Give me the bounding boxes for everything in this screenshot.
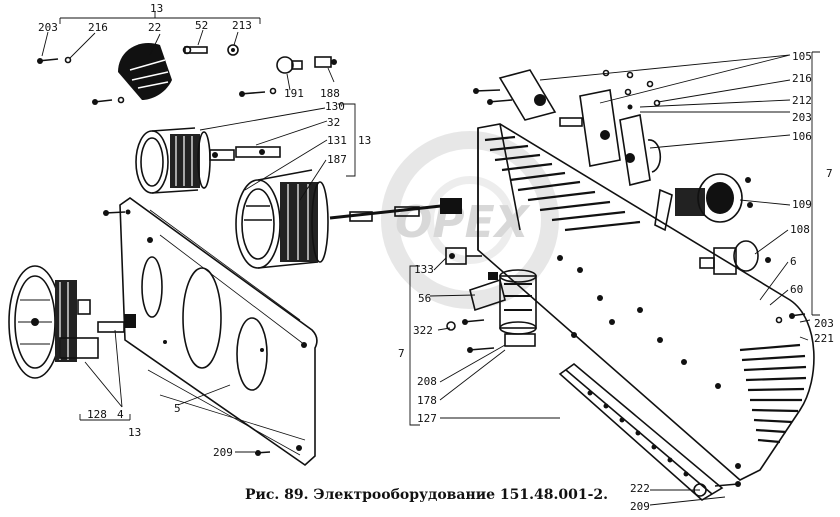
label-13-top: 13 bbox=[150, 2, 163, 15]
label-216-top: 216 bbox=[88, 21, 108, 34]
label-203-bottom: 203 bbox=[814, 317, 834, 330]
label-178: 178 bbox=[417, 394, 437, 407]
label-13-bottom: 13 bbox=[128, 426, 141, 439]
label-7-right: 7 bbox=[826, 167, 833, 180]
watermark-gear bbox=[381, 131, 559, 309]
lamp-191 bbox=[276, 56, 303, 74]
watermark-text: OPEX bbox=[395, 197, 531, 248]
connector-4 bbox=[97, 314, 136, 333]
label-56: 56 bbox=[418, 292, 431, 305]
label-22: 22 bbox=[148, 21, 161, 34]
relay-208 bbox=[499, 269, 537, 347]
label-209-bottom: 209 bbox=[630, 500, 650, 513]
label-106: 106 bbox=[792, 130, 812, 143]
label-128: 128 bbox=[87, 408, 107, 421]
label-130: 130 bbox=[325, 100, 345, 113]
label-213: 213 bbox=[232, 19, 252, 32]
label-52: 52 bbox=[195, 19, 208, 32]
label-105: 105 bbox=[792, 50, 812, 63]
cable-187 bbox=[329, 198, 462, 222]
label-216-right: 216 bbox=[792, 72, 812, 85]
screw-203-top bbox=[37, 58, 59, 64]
label-13-mid: 13 bbox=[358, 134, 371, 147]
screws-right-203 bbox=[775, 313, 806, 324]
leader-lines bbox=[41, 12, 820, 506]
label-187: 187 bbox=[327, 153, 347, 166]
label-222: 222 bbox=[630, 482, 650, 495]
part-labels: 13 203 216 22 52 213 191 188 130 32 131 … bbox=[38, 2, 834, 513]
washer-216-top bbox=[64, 56, 72, 64]
label-108: 108 bbox=[790, 223, 810, 236]
label-209-left: 209 bbox=[213, 446, 233, 459]
bracket-105 bbox=[473, 69, 557, 121]
instrument-panel-5 bbox=[119, 197, 318, 467]
label-32: 32 bbox=[327, 116, 340, 129]
housing-holes bbox=[557, 255, 741, 469]
switch-133 bbox=[445, 247, 482, 265]
socket-188 bbox=[314, 56, 337, 68]
screw-209-left bbox=[103, 210, 271, 456]
label-188: 188 bbox=[320, 87, 340, 100]
label-212: 212 bbox=[792, 94, 812, 107]
fuse-block-127 bbox=[558, 362, 741, 501]
label-109: 109 bbox=[792, 198, 812, 211]
switch-106 bbox=[559, 89, 661, 186]
nut-213 bbox=[227, 44, 239, 56]
label-4: 4 bbox=[117, 408, 124, 421]
gauge-130 bbox=[135, 127, 211, 194]
dashboard-housing-6 bbox=[477, 123, 815, 481]
label-203-right: 203 bbox=[792, 111, 812, 124]
figure-caption: Рис. 89. Электрооборудование 151.48.001-… bbox=[245, 487, 608, 503]
label-203-top: 203 bbox=[38, 21, 58, 34]
gauge-cover-22 bbox=[118, 43, 172, 100]
sensor-108 bbox=[699, 240, 771, 275]
bolt-52 bbox=[182, 45, 208, 55]
label-131: 131 bbox=[327, 134, 347, 147]
gauge-128 bbox=[8, 265, 99, 379]
label-208: 208 bbox=[417, 375, 437, 388]
label-133: 133 bbox=[414, 263, 434, 276]
label-5: 5 bbox=[174, 402, 181, 415]
small-bolts-row bbox=[92, 87, 277, 105]
housing-ribs bbox=[484, 135, 807, 444]
label-322: 322 bbox=[413, 324, 433, 337]
label-7-left: 7 bbox=[398, 347, 405, 360]
label-191: 191 bbox=[284, 87, 304, 100]
label-127: 127 bbox=[417, 412, 437, 425]
fasteners-right bbox=[602, 69, 661, 110]
sensor-109 bbox=[654, 173, 753, 232]
washer-322 bbox=[446, 319, 495, 353]
bracket-56 bbox=[469, 272, 506, 312]
label-6: 6 bbox=[790, 255, 797, 268]
label-60: 60 bbox=[790, 283, 803, 296]
label-221: 221 bbox=[814, 332, 834, 345]
connector-32 bbox=[209, 146, 281, 161]
gauge-131 bbox=[235, 169, 329, 269]
